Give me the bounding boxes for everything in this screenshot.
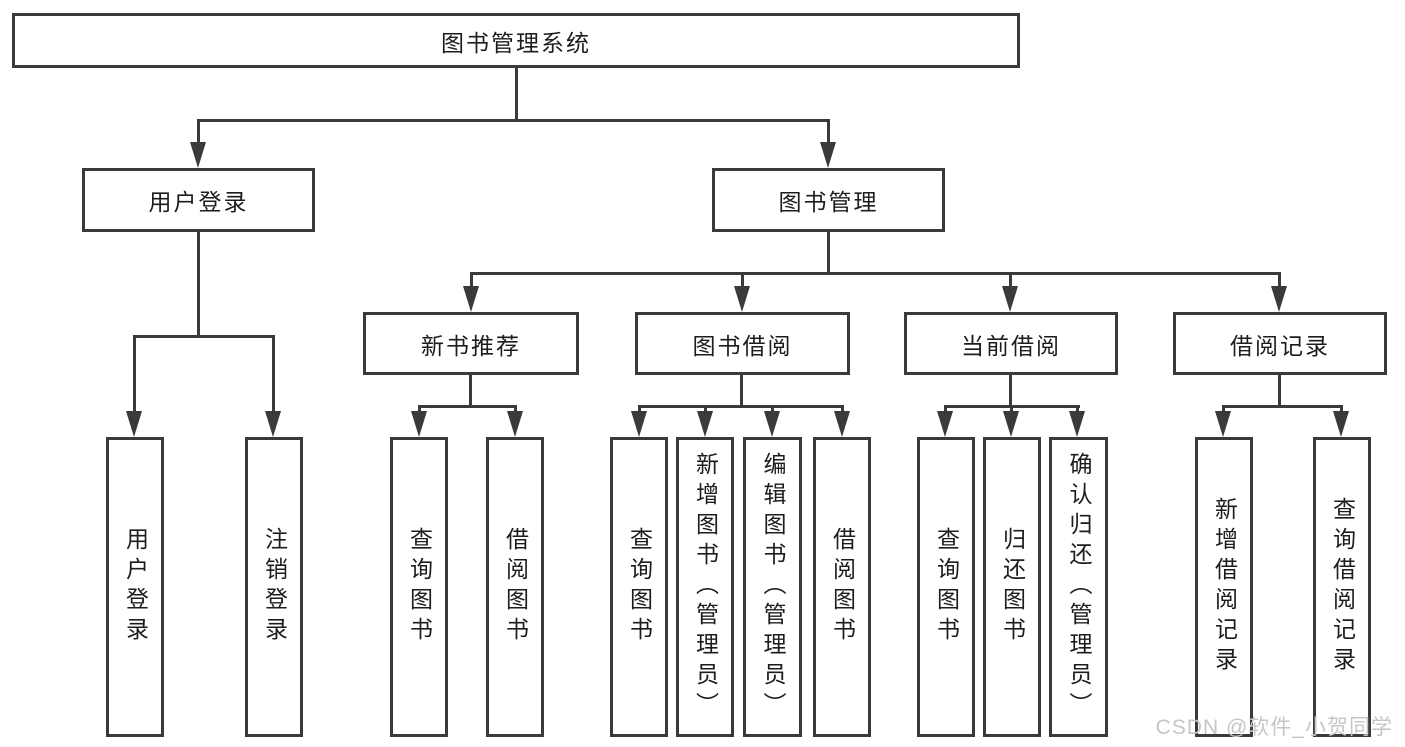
leaf-cb-return-books: 归还图书 (983, 437, 1041, 737)
connector-ul-hline (133, 335, 275, 338)
connector-bm-stem (827, 232, 830, 275)
leaf-cb-query-books: 查询图书 (917, 437, 975, 737)
arrow-down-icon (126, 411, 142, 437)
leaf-nb-borrow-books: 借阅图书 (486, 437, 544, 737)
watermark: CSDN @软件_小贺同学 (1155, 716, 1393, 739)
node-user-login-label: 用户登录 (148, 189, 249, 215)
leaf-cb-confirm-return: 确认归还（管理员） (1049, 437, 1108, 737)
connector-l3-stem (470, 272, 473, 288)
connector-nb-hline (418, 405, 517, 408)
arrow-down-icon (764, 411, 780, 437)
arrow-down-icon (411, 411, 427, 437)
arrow-down-icon (697, 411, 713, 437)
connector-cb-stem (1009, 375, 1012, 408)
connector-bb-hline (638, 405, 844, 408)
connector-l3-stem (741, 272, 744, 288)
node-user-login: 用户登录 (82, 168, 315, 232)
leaf-label: 新增图书（管理员） (692, 452, 719, 722)
leaf-bb-edit-books: 编辑图书（管理员） (743, 437, 802, 737)
leaf-label: 查询图书 (933, 527, 960, 647)
node-book-management-label: 图书管理 (778, 189, 879, 215)
arrow-down-icon (1333, 411, 1349, 437)
leaf-label: 编辑图书（管理员） (760, 452, 786, 722)
node-book-management: 图书管理 (712, 168, 945, 232)
leaf-logout: 注销登录 (245, 437, 303, 737)
arrow-down-icon (937, 411, 953, 437)
leaf-label: 借阅图书 (829, 527, 856, 647)
node-root: 图书管理系统 (12, 13, 1020, 68)
connector-ul-leaf2-stem (272, 335, 275, 415)
connector-ul-leaf1-stem (133, 335, 136, 415)
leaf-label: 归还图书 (999, 527, 1026, 647)
leaf-label: 借阅图书 (502, 527, 529, 647)
arrow-down-icon (190, 142, 206, 168)
connector-bb-stem (740, 375, 743, 408)
leaf-label: 查询借阅记录 (1329, 497, 1356, 677)
leaf-br-add-record: 新增借阅记录 (1195, 437, 1253, 737)
arrow-down-icon (1003, 411, 1019, 437)
node-current-borrow-label: 当前借阅 (961, 332, 1061, 359)
arrow-down-icon (734, 286, 750, 312)
connector-book-mgmt-stem (827, 119, 830, 147)
connector-nb-stem (469, 375, 472, 408)
node-borrow-records-label: 借阅记录 (1230, 332, 1330, 359)
leaf-bb-add-books: 新增图书（管理员） (676, 437, 734, 737)
connector-br-hline (1222, 405, 1342, 408)
arrow-down-icon (265, 411, 281, 437)
arrow-down-icon (1215, 411, 1231, 437)
leaf-user-login: 用户登录 (106, 437, 164, 737)
connector-bm-hline (470, 272, 1280, 275)
node-borrow-records: 借阅记录 (1173, 312, 1387, 375)
connector-ul-stem (197, 232, 200, 337)
node-book-borrow-label: 图书借阅 (692, 332, 793, 359)
leaf-label: 注销登录 (261, 527, 288, 647)
connector-l3-stem (1278, 272, 1281, 288)
leaf-label: 查询图书 (406, 527, 433, 647)
connector-user-login-stem (197, 119, 200, 147)
node-book-borrow: 图书借阅 (635, 312, 850, 375)
node-current-borrow: 当前借阅 (904, 312, 1118, 375)
arrow-down-icon (1002, 286, 1018, 312)
connector-l3-stem (1009, 272, 1012, 288)
leaf-nb-query-books: 查询图书 (390, 437, 448, 737)
arrow-down-icon (1271, 286, 1287, 312)
leaf-bb-query-books: 查询图书 (610, 437, 668, 737)
leaf-label: 查询图书 (626, 527, 653, 647)
connector-br-stem (1278, 375, 1281, 408)
connector-root-hline (197, 119, 830, 122)
arrow-down-icon (463, 286, 479, 312)
node-root-label: 图书管理系统 (441, 29, 591, 56)
arrow-down-icon (1069, 411, 1085, 437)
arrow-down-icon (834, 411, 850, 437)
leaf-br-query-record: 查询借阅记录 (1313, 437, 1371, 737)
node-new-books-label: 新书推荐 (421, 332, 521, 359)
leaf-label: 确认归还（管理员） (1066, 452, 1092, 722)
arrow-down-icon (631, 411, 647, 437)
connector-root-stem (515, 67, 518, 121)
node-new-books: 新书推荐 (363, 312, 579, 375)
arrow-down-icon (820, 142, 836, 168)
leaf-label: 用户登录 (122, 527, 149, 647)
arrow-down-icon (507, 411, 523, 437)
leaf-bb-borrow-books: 借阅图书 (813, 437, 871, 737)
leaf-label: 新增借阅记录 (1211, 497, 1238, 677)
